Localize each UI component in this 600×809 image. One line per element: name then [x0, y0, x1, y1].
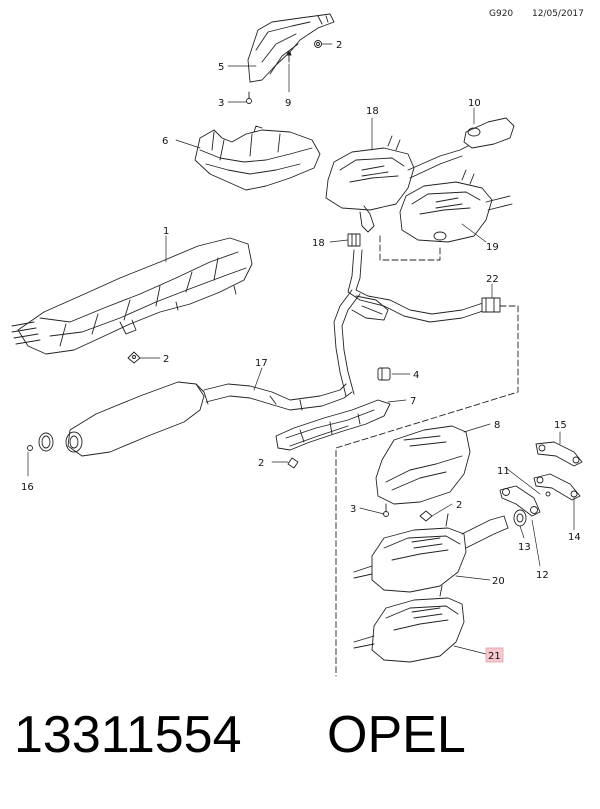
bolt-9 [286, 51, 292, 63]
brand-name: OPEL [327, 706, 466, 764]
gasket-16 [27, 432, 54, 452]
callout-15: 15 [554, 420, 567, 431]
callout-2-lower: 2 [456, 500, 462, 511]
front-muffler-17 [65, 381, 353, 457]
diagram-code: G920 [489, 9, 514, 19]
heat-shield-upper-part [247, 13, 335, 83]
bolt-3-lower [383, 503, 389, 517]
tailpipe-10 [463, 117, 515, 149]
highlight-box-21 [485, 647, 504, 663]
hanger-4 [377, 367, 391, 381]
nut-2-lower [419, 510, 433, 522]
callout-3-lower: 3 [350, 504, 356, 515]
hanger-15 [535, 441, 583, 467]
callout-10: 10 [468, 98, 481, 109]
diagram-date: 12/05/2017 [532, 9, 584, 19]
callout-2-top: 2 [336, 40, 342, 51]
leader-dashed-22-lower [335, 305, 519, 677]
callout-11: 11 [497, 466, 510, 477]
bracket-11-12-13 [499, 485, 551, 527]
clamp-18 [347, 233, 361, 247]
exhaust-pipe-intermediate [333, 249, 501, 397]
nut-2-top [314, 40, 322, 48]
heat-shield-1 [11, 237, 253, 355]
callout-21: 21 [488, 651, 501, 662]
part-number: 13311554 [14, 706, 242, 764]
callout-22: 22 [486, 274, 499, 285]
callout-labels: 5 2 3 9 6 18 10 1 2 18 19 22 17 4 7 2 16… [21, 40, 581, 662]
callout-16: 16 [21, 482, 34, 493]
callout-3-top: 3 [218, 98, 224, 109]
callout-18-clamp: 18 [312, 238, 325, 249]
leader-lines [27, 43, 575, 655]
nut-2-left [127, 351, 141, 364]
callout-20: 20 [492, 576, 505, 587]
callout-6: 6 [162, 136, 168, 147]
rear-silencer-21 [353, 585, 465, 663]
callout-1: 1 [163, 226, 169, 237]
heat-shield-6 [194, 125, 321, 191]
bolt-3-top [246, 91, 252, 104]
heat-shield-7 [275, 399, 391, 451]
callout-19: 19 [486, 242, 499, 253]
callout-14: 14 [568, 532, 581, 543]
callout-2-left: 2 [163, 354, 169, 365]
callout-8: 8 [494, 420, 500, 431]
rear-silencer-18 [325, 135, 469, 233]
nut-2-mid [287, 457, 299, 469]
callout-12: 12 [536, 570, 549, 581]
callout-7: 7 [410, 396, 416, 407]
leader-dashed-18-19 [379, 235, 441, 261]
callout-17: 17 [255, 358, 268, 369]
rear-silencer-19 [399, 169, 513, 243]
callout-4: 4 [413, 370, 419, 381]
callout-18-top: 18 [366, 106, 379, 117]
rear-silencer-20 [353, 513, 509, 593]
callout-9: 9 [285, 98, 291, 109]
rear-cover-8 [375, 425, 471, 505]
callout-2-mid: 2 [258, 458, 264, 469]
callout-13: 13 [518, 542, 531, 553]
callout-5: 5 [218, 62, 224, 73]
hanger-14 [533, 473, 581, 501]
